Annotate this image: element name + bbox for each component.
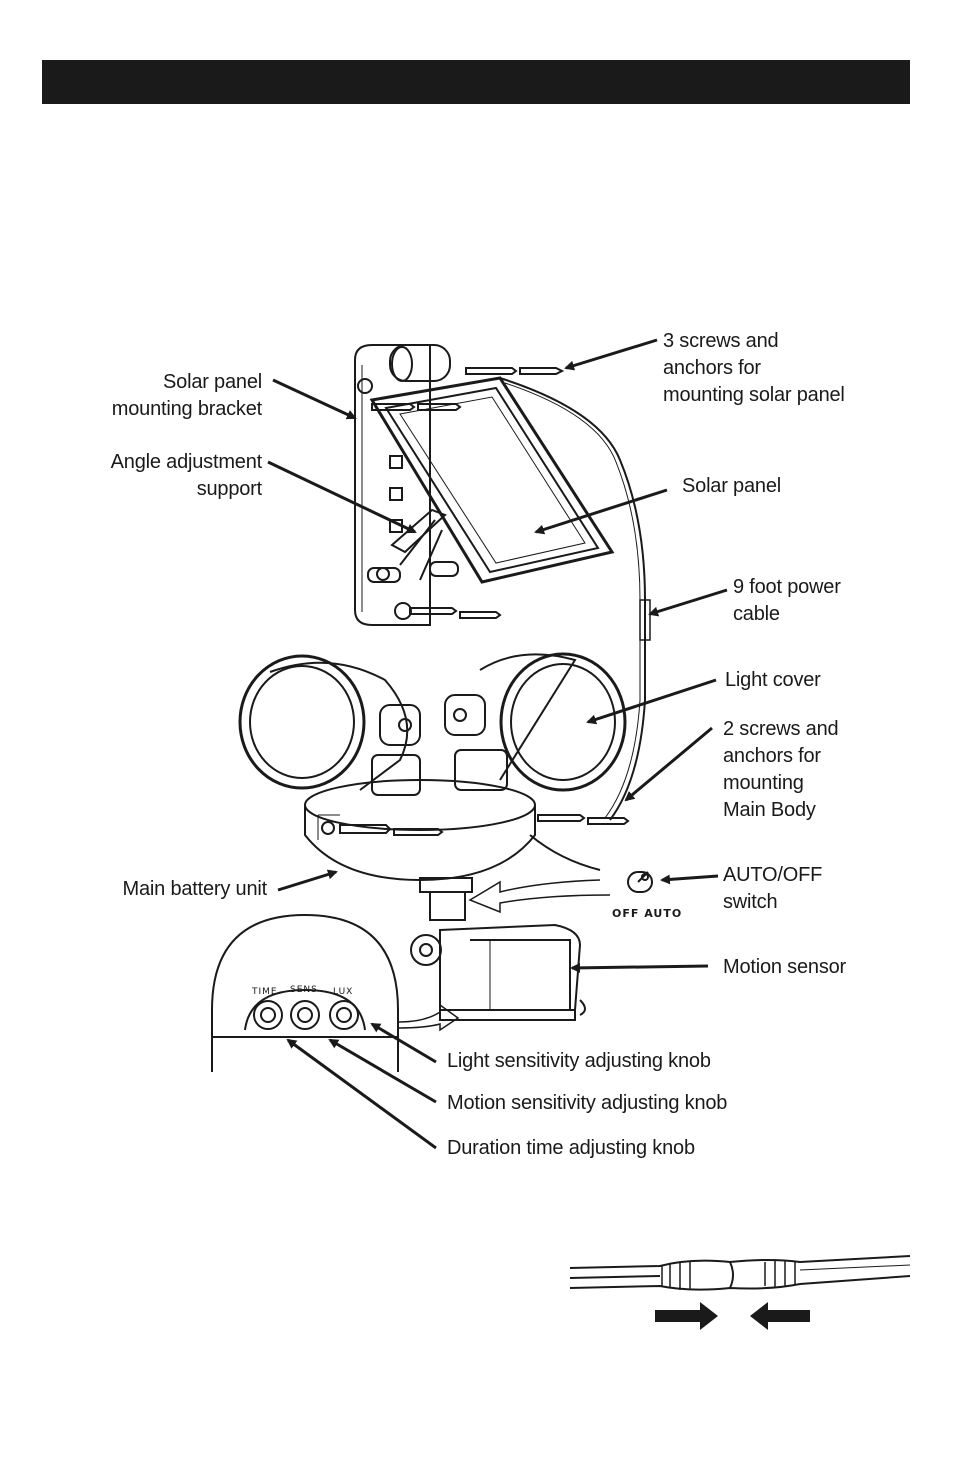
left-light <box>238 654 421 796</box>
arrow-motion-sensor <box>570 962 709 973</box>
connector-push-arrows-icon <box>655 1302 810 1330</box>
arrow-switch <box>660 874 719 885</box>
arrow-motion-knob <box>328 1038 437 1104</box>
battery-unit <box>304 779 630 921</box>
arrow-angle-support <box>267 460 417 534</box>
label-solar-panel: Solar panel <box>682 475 781 497</box>
angle-support <box>367 508 459 583</box>
arrow-light-knob <box>370 1022 437 1064</box>
label-auto-off-switch: AUTO/OFF switch <box>723 864 823 913</box>
arrow-screws-solar <box>564 338 658 371</box>
label-light-knob: Light sensitivity adjusting knob <box>447 1050 711 1072</box>
arrow-solar-panel <box>534 488 668 535</box>
label-light-cover: Light cover <box>725 669 821 691</box>
right-light <box>444 652 627 792</box>
arrow-duration-knob <box>286 1038 437 1150</box>
screws-solar <box>371 367 565 619</box>
knob-label-lux: LUX <box>333 987 354 997</box>
solar-panel <box>369 376 615 584</box>
power-cable <box>499 377 651 871</box>
knob-panel <box>211 913 460 1072</box>
arrow-screws-body <box>624 726 713 802</box>
label-screws-solar: 3 screws and anchors for mounting solar … <box>663 330 845 406</box>
motion-sensor <box>410 879 611 1021</box>
arrow-light-cover <box>586 678 717 725</box>
label-battery-unit: Main battery unit <box>122 878 268 900</box>
arrow-power-cable <box>648 588 728 617</box>
cable-connector <box>569 1255 911 1291</box>
auto-off-switch-graphic <box>627 871 653 893</box>
label-duration-knob: Duration time adjusting knob <box>447 1137 695 1159</box>
arrow-bracket <box>272 378 357 420</box>
switch-marking: OFF AUTO <box>612 907 683 920</box>
knob-label-sens: SENS <box>290 985 318 995</box>
label-power-cable: 9 foot power cable <box>733 576 841 625</box>
label-angle-support: Angle adjustment support <box>110 451 263 500</box>
label-motion-sensor: Motion sensor <box>723 956 847 978</box>
label-screws-body: 2 screws and anchors for mounting Main B… <box>723 718 839 821</box>
header-bar <box>42 60 910 104</box>
arrow-battery <box>277 869 338 892</box>
label-bracket: Solar panel mounting bracket <box>111 371 262 420</box>
knob-label-time: TIME <box>252 987 278 997</box>
label-motion-knob: Motion sensitivity adjusting knob <box>447 1092 728 1114</box>
